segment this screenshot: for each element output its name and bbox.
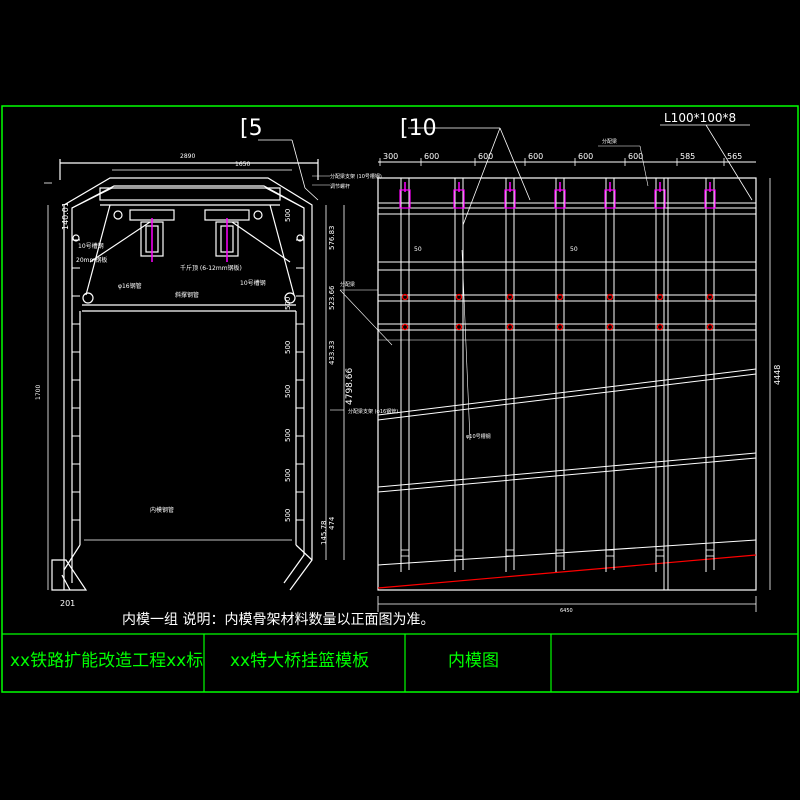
section-bottom-dim: 201 [60, 599, 75, 608]
front-note-fpl: 分配梁 [602, 138, 617, 145]
front-top-dim-label: 600 [628, 152, 643, 161]
section-note-4: 20mm钢板 [76, 256, 107, 264]
front-bolt [556, 293, 564, 301]
section-note-2: 调节螺杆 [330, 183, 350, 190]
front-top-dim-label: 600 [424, 152, 439, 161]
section-left-dim-1: 140.01 [61, 202, 70, 230]
front-bolt [401, 323, 409, 331]
front-bolt [556, 323, 564, 331]
section-note-3: 10号槽钢 [78, 242, 104, 250]
front-bottom-pad [655, 549, 665, 557]
section-right-dim: 500 [284, 469, 292, 482]
front-note-fpl-2: 分配梁 [340, 281, 355, 288]
drawing-caption: 内模一组 说明：内模骨架材料数量以正面图为准。 [122, 612, 434, 628]
front-bottom-pad [555, 549, 565, 557]
front-bolt [706, 323, 714, 331]
section-note-5: 千斤顶 (6-12mm钢板) [180, 264, 242, 272]
section-top-dim: 2890 [180, 153, 195, 160]
section-note-6: 10号槽钢 [240, 279, 266, 287]
front-bottom-dim: 6450 [560, 608, 573, 614]
side-number-1: 4798.66 [345, 368, 355, 405]
title-project: xx铁路扩能改造工程xx标 [10, 651, 203, 671]
front-bolt [506, 293, 514, 301]
front-top-dim-label: 565 [727, 152, 742, 161]
front-bolt [606, 323, 614, 331]
section-right-dim: 500 [284, 297, 292, 310]
section-right-extra-3: 433.33 [328, 341, 336, 366]
section-right-dim: 500 [284, 341, 292, 354]
section-right-extra-5: 474 [328, 516, 336, 530]
front-bolt [606, 293, 614, 301]
title-bridge: xx特大桥挂篮模板 [230, 651, 369, 671]
front-view [339, 124, 771, 612]
front-bottom-pad [454, 549, 464, 557]
front-tag: [10 [400, 116, 437, 141]
section-note-10: 分配梁支架 (φ16钢管) [348, 408, 398, 415]
front-top-dims: 300 600 600 600 600 600 585 565 [379, 152, 742, 166]
section-magenta-bars [151, 218, 228, 262]
section-right-extra-1: 576.83 [328, 226, 336, 251]
section-note-7: φ16钢管 [118, 282, 142, 290]
section-right-extra-4: 145.78 [320, 521, 328, 546]
front-top-dim-label: 600 [478, 152, 493, 161]
front-top-dim-label: 600 [528, 152, 543, 161]
front-note-channel: φ10号槽钢 [466, 433, 491, 440]
section-right-dim: 500 [284, 429, 292, 442]
front-bolt [706, 293, 714, 301]
section-right-dim: 500 [284, 209, 292, 222]
section-right-dims: 500 500 500 500 500 500 500 [284, 209, 292, 522]
front-top-dim-label: 585 [680, 152, 695, 161]
section-wall-ticks [72, 239, 304, 521]
section-right-dim: 500 [284, 509, 292, 522]
front-bolt [455, 323, 463, 331]
front-note-50a: 50 [414, 246, 422, 253]
front-columns [399, 178, 716, 590]
front-top-dim-label: 600 [578, 152, 593, 161]
section-note-8: 斜撑钢管 [175, 291, 199, 299]
section-note-1: 分配梁支架 (10号槽钢) [330, 173, 382, 180]
section-right-extra-2: 523.66 [328, 285, 336, 310]
section-right-dim: 500 [284, 385, 292, 398]
front-bolt [656, 293, 664, 301]
side-number-2: 4448 [773, 365, 782, 385]
front-note-50b: 50 [570, 246, 578, 253]
cross-section-view [44, 139, 345, 591]
section-top-dim-2: 1650 [235, 161, 250, 168]
front-bolt [656, 323, 664, 331]
front-bolt [455, 293, 463, 301]
title-block: xx铁路扩能改造工程xx标 xx特大桥挂篮模板 内模图 [2, 633, 798, 692]
title-drawing-name: 内模图 [448, 651, 499, 671]
front-red-line [377, 554, 757, 589]
section-left-dim-2: 1700 [35, 385, 42, 400]
front-top-dim-label: 300 [383, 152, 398, 161]
drawing-frame [1, 105, 799, 693]
front-bolt [401, 293, 409, 301]
section-tag: [5 [240, 116, 263, 141]
section-note-9: 内模钢管 [150, 506, 174, 514]
front-bottom-pad [605, 549, 615, 557]
front-bottom-pad [705, 549, 715, 557]
front-bolt [506, 323, 514, 331]
angle-tag: L100*100*8 [664, 111, 736, 125]
front-bottom-pad [400, 549, 410, 557]
front-bottom-pad [505, 549, 515, 557]
